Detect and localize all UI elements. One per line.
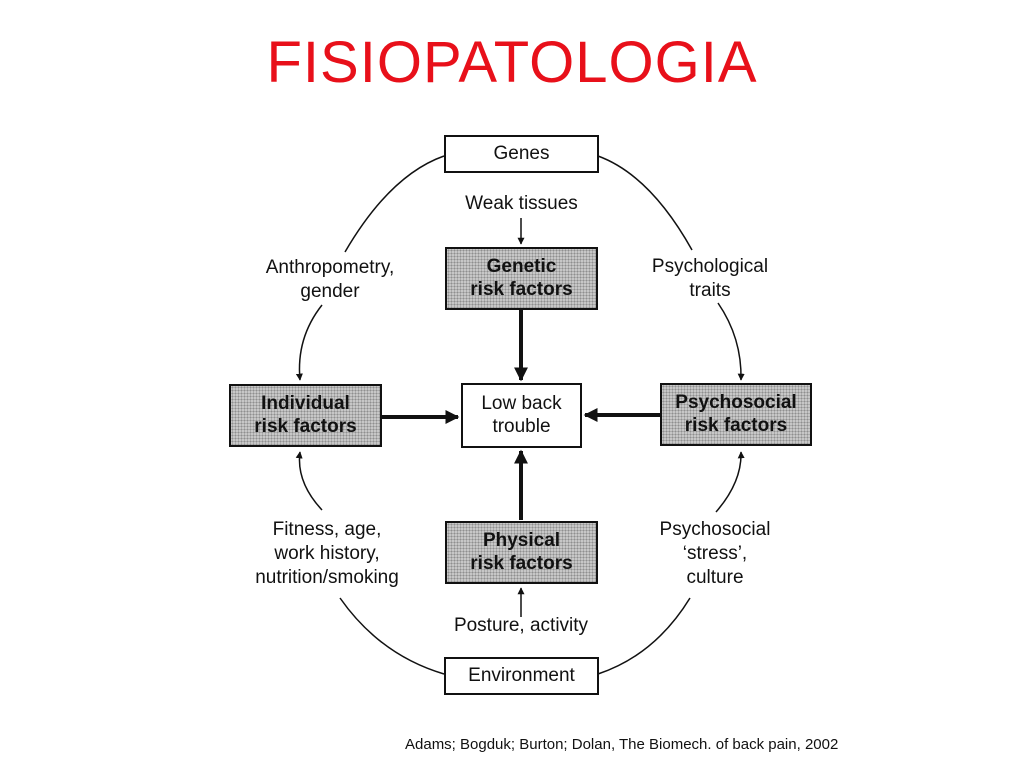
- label-posture-activity: Posture, activity: [453, 615, 589, 636]
- label-weak-tissues: Weak tissues: [465, 193, 578, 214]
- arc-environment-to-stress: [597, 597, 691, 675]
- label-fitness-age: Fitness, age, work history, nutrition/sm…: [255, 519, 399, 588]
- node-psychosocial-line-2: risk factors: [684, 414, 788, 436]
- label-psychosocial-stress: Psychosocial ‘stress’, culture: [659, 519, 771, 588]
- node-psychosocial-risk-factors: Psychosocial risk factors: [660, 383, 812, 446]
- label-anthropometry-gender: Anthropometry, gender: [265, 257, 395, 302]
- node-individual-risk-factors: Individual risk factors: [229, 384, 382, 447]
- slide-title: FISIOPATOLOGIA: [266, 30, 758, 95]
- node-individual-line-1: Individual: [261, 392, 350, 414]
- label-psychological-traits: Psychological traits: [651, 256, 769, 301]
- node-genes: Genes: [444, 135, 599, 173]
- node-lowback-line-1: Low back: [481, 392, 562, 414]
- node-genetic-line-2: risk factors: [470, 278, 573, 300]
- node-genetic-risk-factors: Genetic risk factors: [445, 247, 598, 310]
- node-genes-line-1: Genes: [493, 142, 550, 164]
- node-physical-line-1: Physical: [482, 529, 561, 551]
- node-environment-line-1: Environment: [468, 664, 575, 686]
- arc-environment-to-fitness: [339, 597, 445, 675]
- node-environment: Environment: [444, 657, 599, 695]
- arc-fitness-to-individual: [295, 451, 323, 511]
- arc-genes-to-anthropometry: [344, 155, 445, 253]
- node-psychosocial-line-1: Psychosocial: [675, 391, 797, 413]
- node-genetic-line-1: Genetic: [486, 255, 557, 277]
- node-physical-risk-factors: Physical risk factors: [445, 521, 598, 584]
- citation: Adams; Bogduk; Burton; Dolan, The Biomec…: [405, 736, 839, 753]
- node-physical-line-2: risk factors: [470, 552, 573, 574]
- arc-psychological-to-psychosocial: [717, 302, 745, 381]
- node-low-back-trouble: Low back trouble: [461, 383, 582, 448]
- arc-stress-to-psychosocial: [715, 451, 745, 513]
- arc-genes-to-psychological: [597, 155, 693, 251]
- node-individual-line-2: risk factors: [254, 415, 357, 437]
- node-lowback-line-2: trouble: [492, 415, 551, 437]
- arc-anthropometry-to-individual: [295, 304, 323, 381]
